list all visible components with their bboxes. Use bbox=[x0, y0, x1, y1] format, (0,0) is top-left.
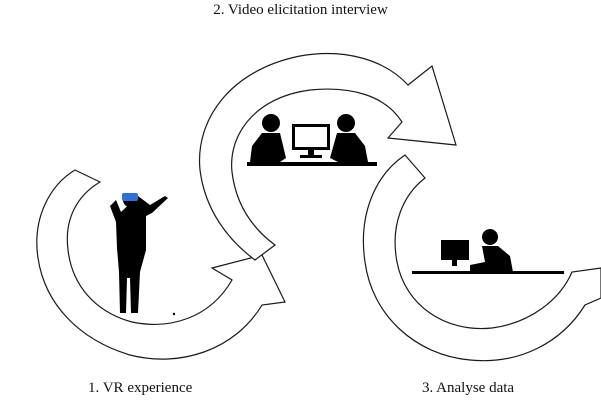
person-at-computer-icon bbox=[412, 229, 564, 274]
step-1-label: 1. VR experience bbox=[88, 380, 193, 396]
person-vr-headset-icon bbox=[110, 193, 176, 316]
step-3-label: 3. Analyse data bbox=[422, 380, 515, 396]
interview-two-people-monitor-icon bbox=[247, 114, 377, 166]
cycle-arrow-2 bbox=[198, 53, 457, 261]
cycle-arrow-1 bbox=[36, 169, 286, 360]
cycle-arrow-3 bbox=[362, 154, 601, 362]
step-2-label: 2. Video elicitation interview bbox=[213, 2, 388, 18]
